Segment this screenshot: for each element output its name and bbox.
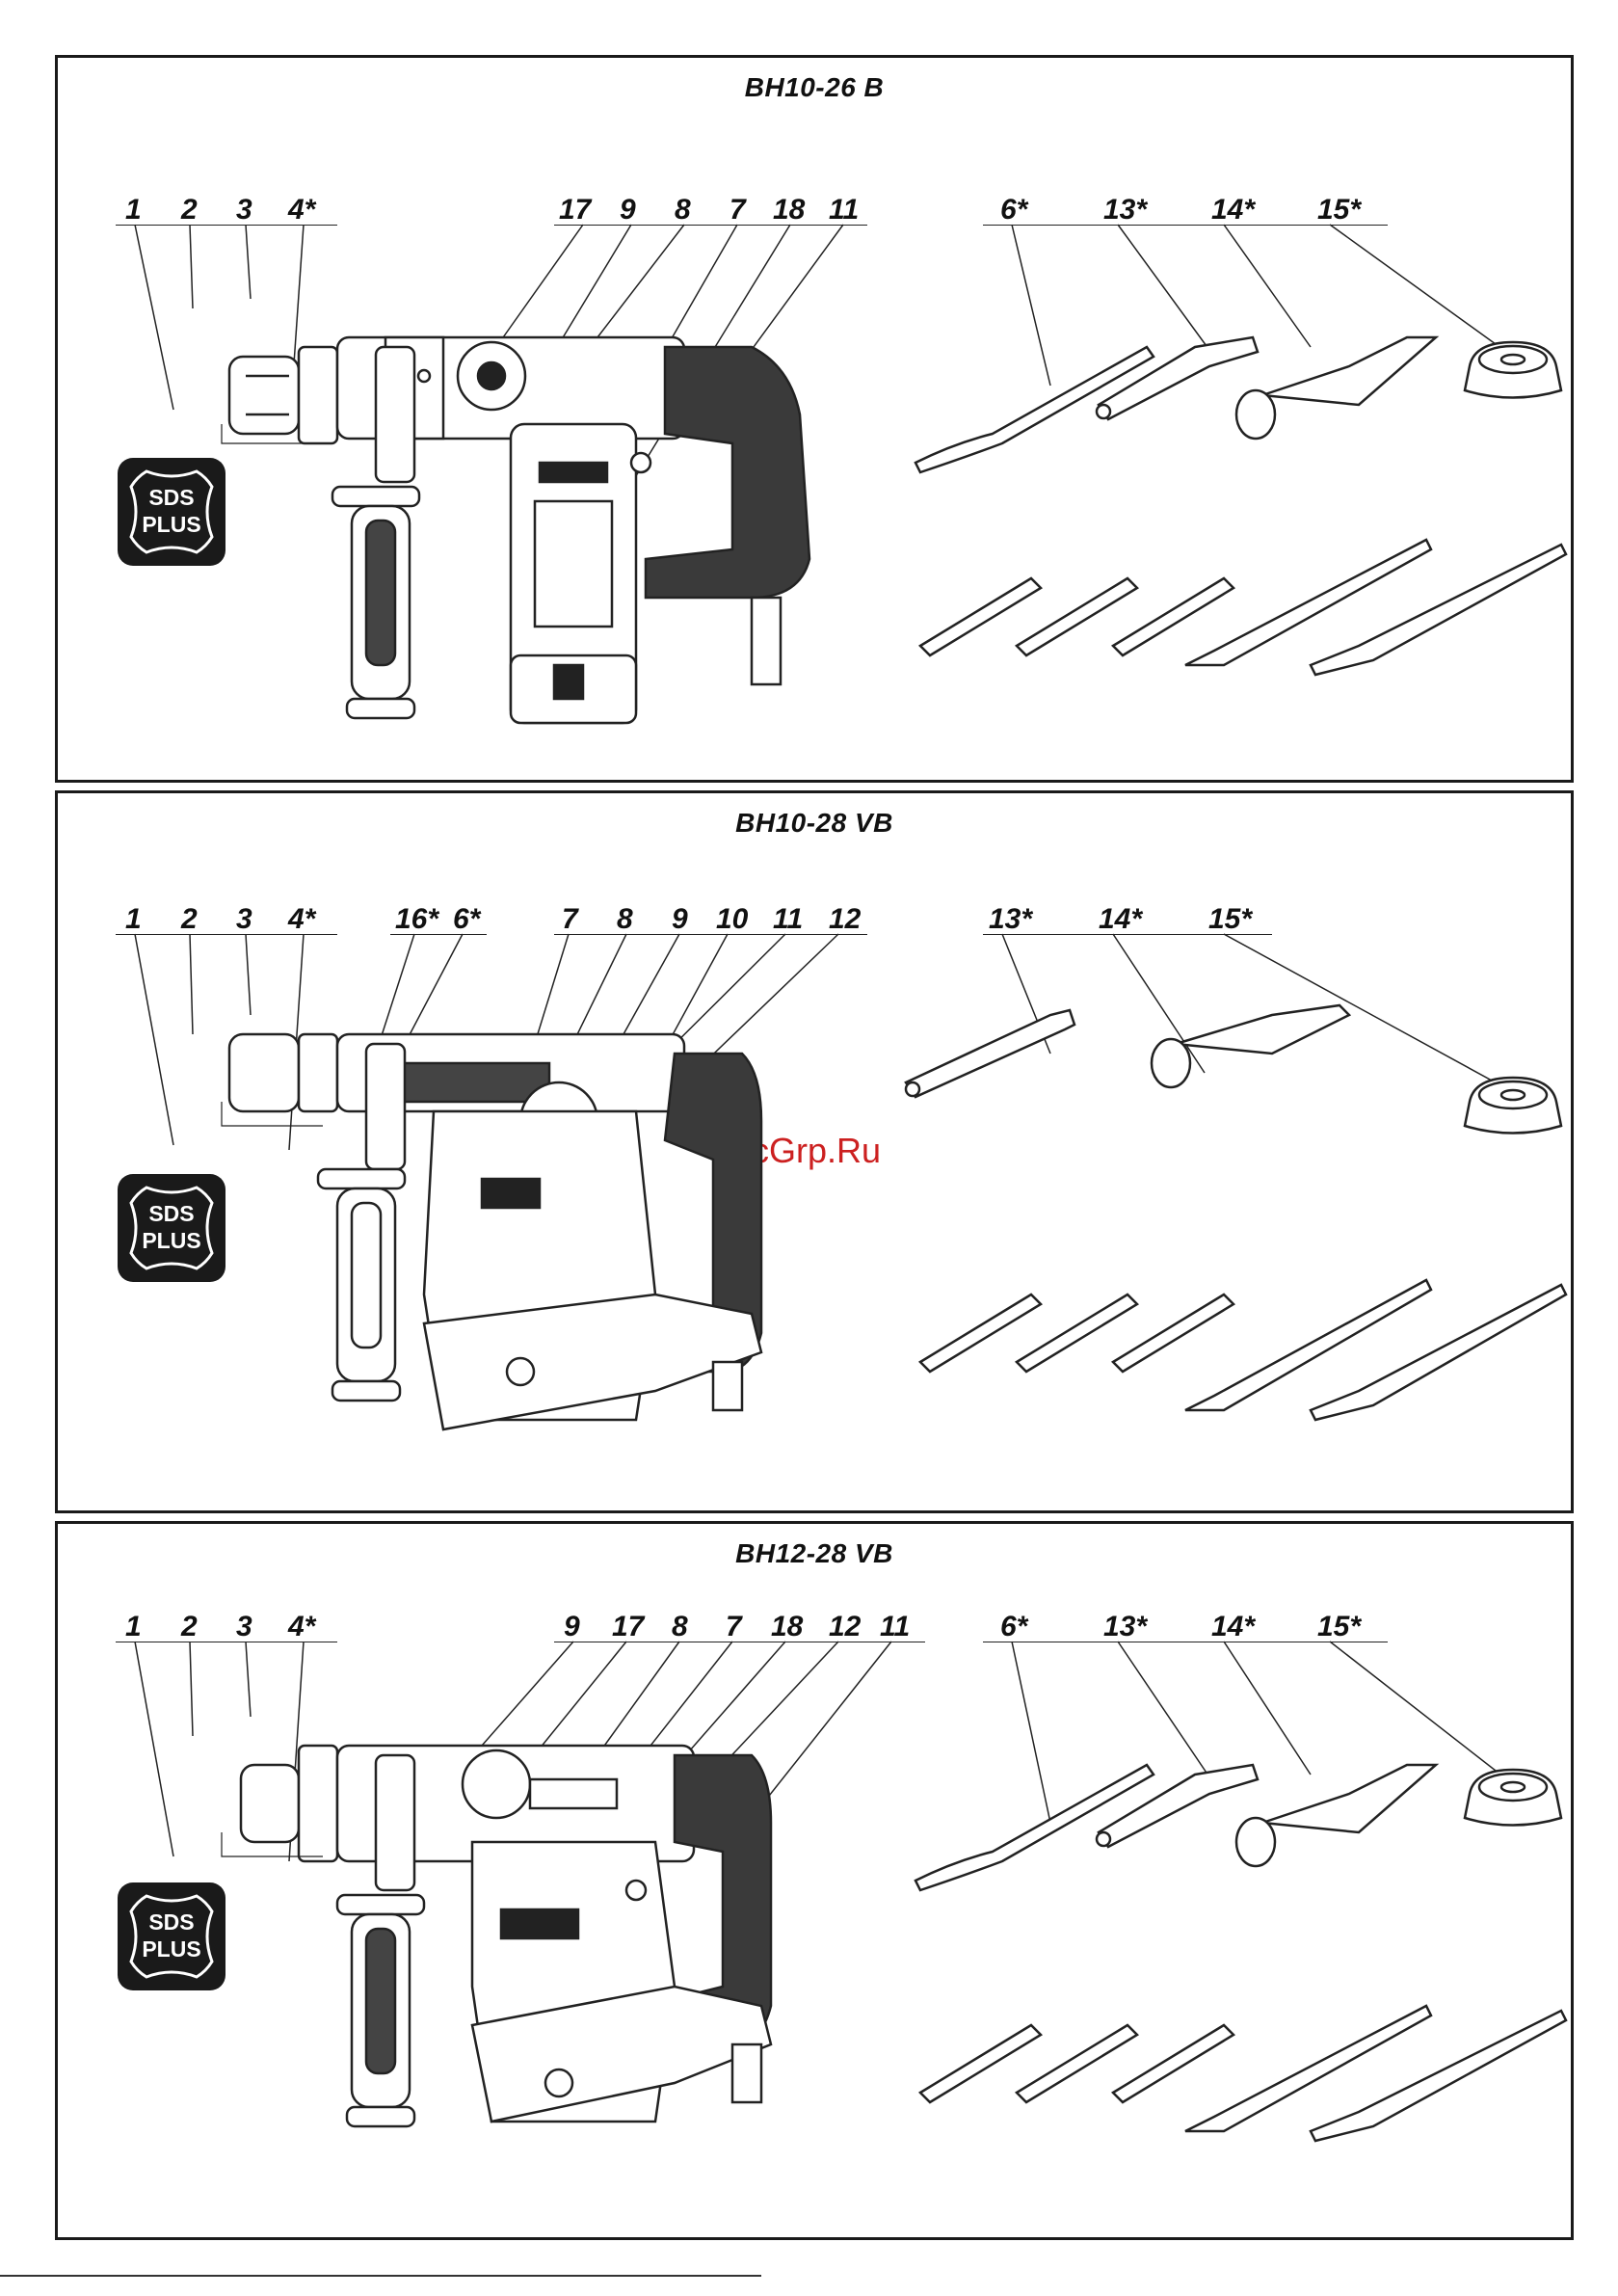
chisel-icon [1311,2011,1566,2141]
chisel-icon [1311,545,1566,675]
panel-bh12-28vb: BH12-28 VB 1 2 3 4* 9 17 8 7 18 12 11 6*… [55,1521,1574,2240]
panel3-artwork [58,1524,1577,2243]
spanner-icon [906,1010,1074,1097]
chisel-icon [1311,1285,1566,1420]
grease-tube-icon [1262,1765,1436,1832]
panel-bh10-26b: BH10-26 B 1 2 3 4* 17 9 8 7 18 11 6* 13*… [55,55,1574,783]
chuck-icon [229,347,337,443]
grease-tube-icon [1176,1005,1349,1054]
spanner-icon [1099,1765,1258,1847]
panel-bh10-28vb: BH10-28 VB 1 2 3 4* 16* 6* 7 8 9 10 11 1… [55,790,1574,1513]
grease-tube-icon [1262,337,1436,405]
footer-line [0,2275,761,2277]
panel1-artwork [58,58,1577,786]
panel2-artwork [58,793,1577,1516]
spanner-icon [1099,337,1258,419]
